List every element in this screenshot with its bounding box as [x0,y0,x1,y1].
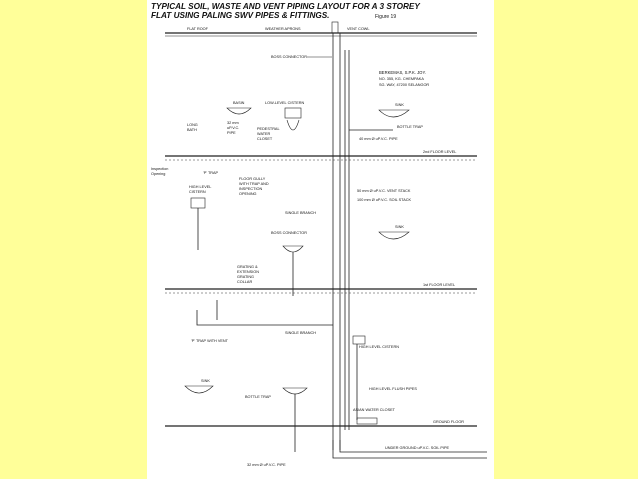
sink-low [184,385,214,394]
sink-top [378,109,410,118]
second-floor-label: 2nd FLOOR LEVEL [423,150,456,154]
high-level-flush-label: HIGH LEVEL FLUSH PIPES [369,387,417,391]
pvc32-label-2: uP.V.C. [227,126,239,130]
pvc40-label: 40 mm Ø uP.V.C. PIPE [359,137,398,141]
bottle-trap-top-label: BOTTLE TRAP [397,125,423,129]
single-branch-low-label: SINGLE BRANCH [285,331,316,335]
address-line-1: BERKEMAS, S.P.K. JOY. [379,70,426,75]
figure-number: Figure 19 [375,14,396,20]
address-line-2: NO. 355, KG. CHEMPAKA [379,77,424,81]
grating-label-4: COLLAR [237,280,252,284]
sink-mid [378,231,410,240]
asian-wc [356,417,378,425]
boss-connector-top-label: BOSS CONNECTOR [271,55,307,59]
pvc32-label-3: PIPE [227,131,236,135]
high-level-cistern-label-1: HIGH LEVEL [189,185,211,189]
high-level-cistern-low [352,335,366,345]
basin-top [226,107,252,115]
weather-apron-label: WEATHER APRONS [265,27,301,31]
sink-low-label: SINK [201,379,210,383]
long-bath-label-2: BATH [187,128,197,132]
flat-roof-label: FLAT ROOF [187,27,209,31]
grating-label-2: EXTENSION [237,270,259,274]
underground-label: UNDER GROUND uP.V.C. SOIL PIPE [385,446,449,450]
branch-pipe-low [196,310,333,326]
high-level-cistern-top [190,197,206,209]
basin-label: BASIN [233,101,245,105]
high-level-cistern-label-2: CISTERN [189,190,206,194]
pvc32-label-1: 32 mm [227,121,239,125]
vent-stack-label: 50 mm Ø uP.V.C. VENT STACK [357,189,411,193]
ground-floor-label: GROUND FLOOR [433,420,464,424]
underground-pipe-bottom [339,440,487,453]
pedestal-wc [286,119,300,131]
grating-label-3: GRATING [237,275,254,279]
asian-wc-label: ASIAN WATER CLOSET [353,408,396,412]
pvc32-bottom-label: 32 mm Ø uP.V.C. PIPE [247,463,286,467]
p-trap-label: 'P' TRAP [203,171,219,175]
p-trap-vent-label: 'P' TRAP WITH VENT [191,339,229,343]
soil-stack-label: 100 mm Ø uP.V.C. SOIL STACK [357,198,411,202]
diagram-sheet: TYPICAL SOIL, WASTE AND VENT PIPING LAYO… [147,0,494,479]
vent-cowl [331,21,339,34]
floor-gully-label-4: OPENING [239,192,257,196]
pedestal-label-1: PEDESTRAL [257,127,280,131]
address-line-3: SG. WAY, 47200 SELANGOR [379,83,429,87]
first-floor-label: 1st FLOOR LEVEL [423,283,455,287]
sink-mid-label: SINK [395,225,404,229]
low-level-cistern-label: LOW-LEVEL CISTERN [265,101,305,105]
basin-mid [282,245,304,253]
inspection-label-2: Opening [151,172,165,176]
plumbing-diagram: TYPICAL SOIL, WASTE AND VENT PIPING LAYO… [151,2,487,467]
title-line-2: FLAT USING PALING SWV PIPES & FITTINGS. [151,11,329,20]
vent-cowl-label: VENT COWL [347,27,370,31]
long-bath-label-1: LONG [187,123,198,127]
title-line-1: TYPICAL SOIL, WASTE AND VENT PIPING LAYO… [151,2,421,11]
pedestal-label-2: WATER [257,132,271,136]
floor-gully-label-3: INSPECTION [239,187,262,191]
underground-pipe-top [332,440,487,459]
high-level-cistern-low-label: HIGH LEVEL CISTERN [359,345,399,349]
floor-gully-label-2: WITH TRAP AND [239,182,269,186]
basin-low [282,387,308,395]
pedestal-label-3: CLOSET [257,137,273,141]
grating-label-1: GRATING & [237,265,258,269]
inspection-label-1: Inspection [151,167,168,171]
bottle-trap-low-label: BOTTLE TRAP [245,395,271,399]
single-branch-top-label: SINGLE BRANCH [285,211,316,215]
floor-gully-label-1: FLOOR GULLY [239,177,266,181]
low-level-cistern [284,107,302,119]
sink-top-label: SINK [395,103,404,107]
boss-connector-mid-label: BOSS CONNECTOR [271,231,307,235]
